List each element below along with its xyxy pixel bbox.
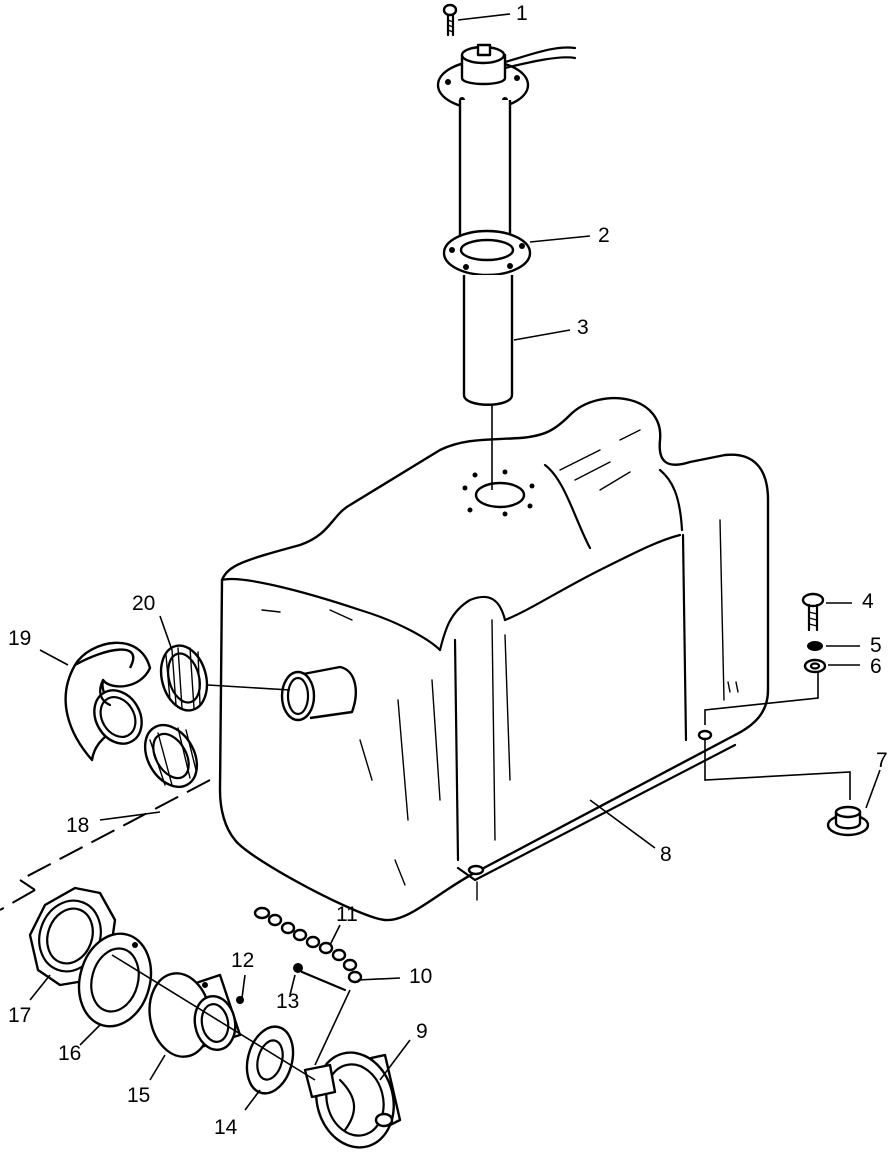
callout-13: 13 [276, 990, 299, 1013]
callout-6: 6 [870, 655, 882, 678]
callout-17: 17 [8, 1004, 31, 1027]
filler-neck-assembly [28, 886, 402, 1149]
callout-labels: 1 2 3 4 5 6 7 8 9 10 11 12 13 14 15 16 1… [8, 2, 888, 1139]
vent-hose-assembly [64, 641, 291, 789]
fuel-tank [218, 396, 770, 922]
callout-2: 2 [598, 224, 610, 247]
callout-15: 15 [127, 1084, 150, 1107]
callout-8: 8 [660, 843, 672, 866]
assembly-dashed-line [0, 779, 211, 911]
callout-5: 5 [870, 634, 882, 657]
fuel-sender-assembly [436, 3, 577, 490]
callout-7: 7 [876, 749, 888, 772]
callout-1: 1 [516, 2, 528, 25]
mounting-hardware [704, 592, 870, 837]
callout-18: 18 [66, 814, 89, 837]
callout-19: 19 [8, 627, 31, 650]
callout-11: 11 [336, 903, 358, 926]
callout-14: 14 [214, 1116, 238, 1139]
callout-9: 9 [416, 1020, 428, 1043]
callout-3: 3 [577, 316, 589, 339]
callout-10: 10 [409, 965, 432, 988]
callout-12: 12 [231, 949, 254, 972]
callout-16: 16 [58, 1042, 81, 1065]
callout-20: 20 [132, 592, 155, 615]
callout-4: 4 [862, 590, 874, 613]
leader-lines [29, 13, 881, 1111]
